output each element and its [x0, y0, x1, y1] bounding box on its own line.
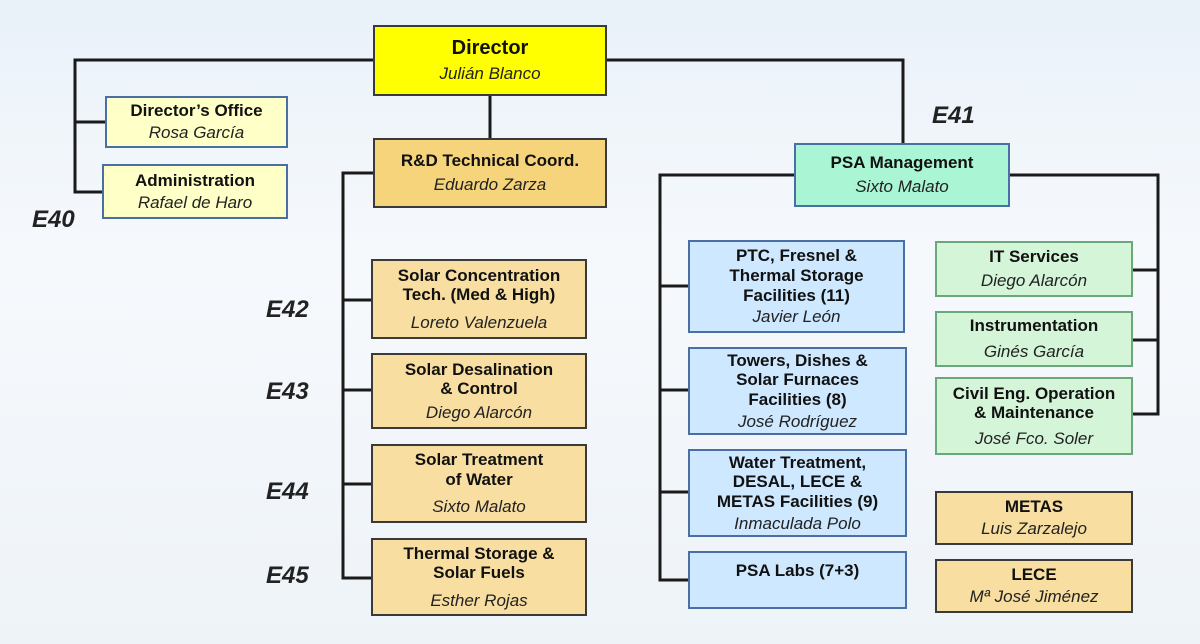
facility-ptc-fresnel: PTC, Fresnel & Thermal Storage Facilitie…: [688, 240, 905, 333]
code-e43: E43: [266, 378, 309, 405]
unit-name: Sixto Malato: [432, 497, 526, 517]
unit-title: Solar Treatment of Water: [414, 450, 544, 489]
lece-title: LECE: [1011, 565, 1057, 585]
unit-solar-treatment: Solar Treatment of Water Sixto Malato: [371, 444, 587, 523]
lece-box: LECE Mª José Jiménez: [935, 559, 1133, 613]
unit-name: Loreto Valenzuela: [410, 312, 548, 332]
directors-office-name: Rosa García: [148, 123, 245, 142]
code-e42: E42: [266, 296, 309, 323]
rd-coord-title: R&D Technical Coord.: [400, 151, 580, 171]
psa-management-box: PSA Management Sixto Malato: [794, 143, 1010, 207]
director-name: Julián Blanco: [439, 64, 541, 84]
code-e40: E40: [32, 206, 75, 233]
facility-title: PSA Labs (7+3): [735, 561, 860, 580]
facility-title: PTC, Fresnel & Thermal Storage Facilitie…: [729, 246, 864, 305]
service-it: IT Services Diego Alarcón: [935, 241, 1133, 297]
unit-title: Solar Desalination & Control: [404, 359, 554, 399]
facility-title: Water Treatment, DESAL, LECE & METAS Fac…: [716, 452, 879, 511]
facility-towers-dishes: Towers, Dishes & Solar Furnaces Faciliti…: [688, 347, 907, 435]
unit-name: Diego Alarcón: [425, 402, 533, 422]
service-name: Ginés García: [983, 342, 1085, 361]
directors-office-title: Director’s Office: [130, 101, 263, 121]
directors-office-box: Director’s Office Rosa García: [105, 96, 288, 148]
facility-name: José Rodríguez: [737, 411, 858, 431]
facility-psa-labs: PSA Labs (7+3): [688, 551, 907, 609]
unit-title: Thermal Storage & Solar Fuels: [403, 543, 555, 583]
code-e45: E45: [266, 562, 309, 589]
service-title: IT Services: [989, 247, 1079, 267]
unit-name: Esther Rojas: [430, 590, 528, 610]
service-title: Civil Eng. Operation & Maintenance: [952, 383, 1116, 423]
facility-title: Towers, Dishes & Solar Furnaces Faciliti…: [727, 350, 868, 409]
code-e44: E44: [266, 478, 309, 505]
facility-water-treatment: Water Treatment, DESAL, LECE & METAS Fac…: [688, 449, 907, 537]
lece-name: Mª José Jiménez: [969, 587, 1099, 606]
code-e41: E41: [932, 102, 975, 129]
unit-solar-concentration: Solar Concentration Tech. (Med & High) L…: [371, 259, 587, 339]
administration-title: Administration: [135, 170, 255, 190]
rd-coord-name: Eduardo Zarza: [433, 175, 547, 194]
service-instrumentation: Instrumentation Ginés García: [935, 311, 1133, 367]
service-civil-eng: Civil Eng. Operation & Maintenance José …: [935, 377, 1133, 455]
unit-thermal-storage: Thermal Storage & Solar Fuels Esther Roj…: [371, 538, 587, 616]
unit-title: Solar Concentration Tech. (Med & High): [397, 265, 561, 305]
metas-box: METAS Luis Zarzalejo: [935, 491, 1133, 545]
director-box: Director Julián Blanco: [373, 25, 607, 96]
psa-management-name: Sixto Malato: [855, 177, 949, 196]
facility-name: Javier León: [752, 307, 841, 327]
administration-name: Rafael de Haro: [137, 192, 253, 212]
service-name: José Fco. Soler: [974, 428, 1094, 448]
service-title: Instrumentation: [969, 316, 1099, 336]
metas-name: Luis Zarzalejo: [981, 519, 1087, 538]
metas-title: METAS: [1004, 497, 1064, 517]
psa-management-title: PSA Management: [830, 153, 974, 173]
facility-name: Inmaculada Polo: [734, 513, 861, 533]
unit-solar-desalination: Solar Desalination & Control Diego Alarc…: [371, 353, 587, 429]
director-title: Director: [451, 37, 529, 60]
service-name: Diego Alarcón: [980, 271, 1088, 290]
rd-coord-box: R&D Technical Coord. Eduardo Zarza: [373, 138, 607, 208]
administration-box: Administration Rafael de Haro: [102, 164, 288, 219]
